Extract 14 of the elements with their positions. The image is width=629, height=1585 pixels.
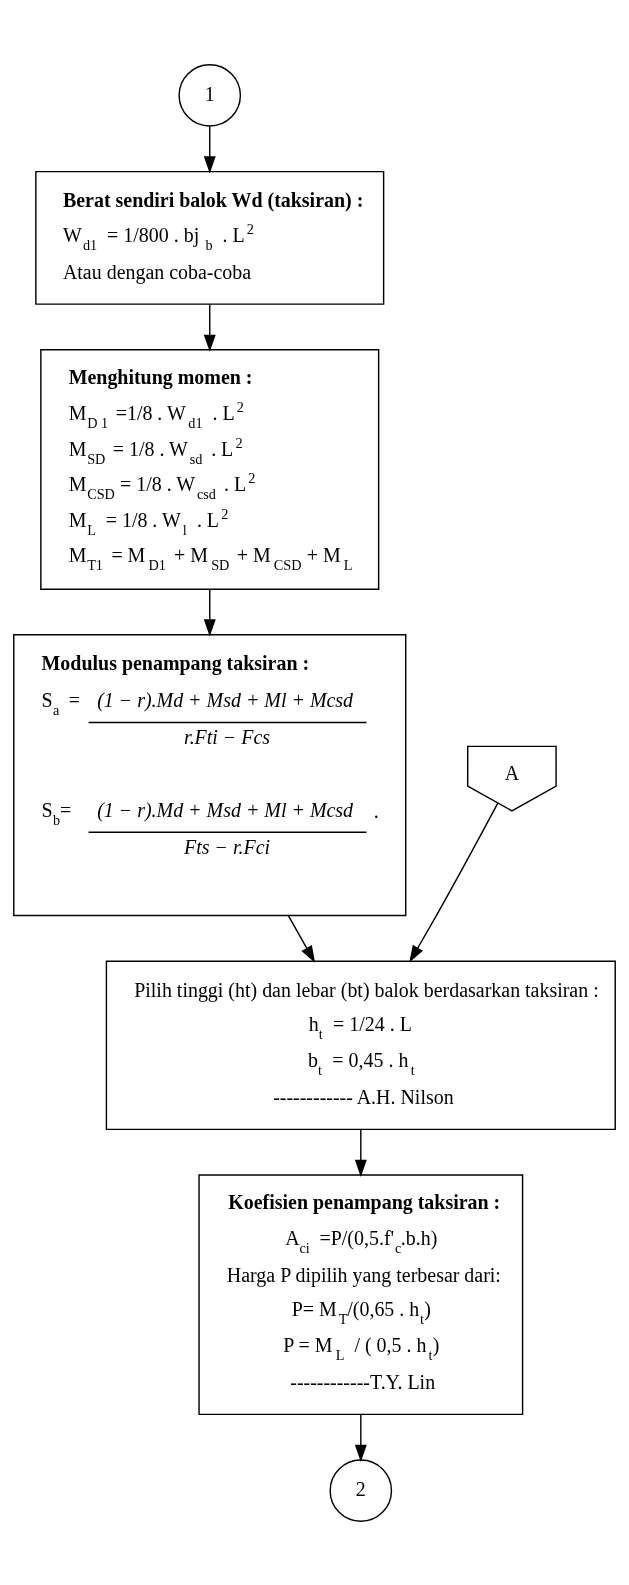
arrow bbox=[203, 303, 216, 352]
arrow bbox=[203, 125, 216, 173]
node-circle: 2 bbox=[329, 1458, 393, 1522]
node-circle: 1 bbox=[178, 63, 242, 127]
node-box: Koefisien penampang taksiran : A$_{ci}$ =P/(0,5.f'$_{c}$.b.h) Harga P dipilih yang terbesar dari: P= M$_{T}$/(0,65 . h$_{t}$) P = M$_{L}$ / ( 0,5 . h$_{t}$) ------------T.Y. Lin bbox=[198, 1173, 524, 1415]
node-box: Modulus penampang taksiran : S$_{a}$ = (1 − r).Md + Msd + Ml + Mcsd r.Fti − Fcs S$_{b}$= (1 − r).Md + Msd + Ml + Mcsd . Fts − r.Fci bbox=[13, 633, 407, 916]
node-box: Berat sendiri balok Wd (taksiran) : W$_{d1}$ = 1/800 . bj $_{b}$ . L$^{2}$ Atau dengan coba-coba bbox=[35, 170, 385, 305]
arrow bbox=[354, 1128, 367, 1177]
node-box: Pilih tinggi (ht) dan lebar (bt) balok berdasarkan taksiran : h$_{t}$ = 1/24 . L b$_{t}$ = 0,45 . h$_{t}$ ------------ A.H. Nilson bbox=[105, 959, 616, 1130]
arrow bbox=[287, 914, 316, 963]
arrow bbox=[203, 588, 216, 636]
arrow bbox=[409, 802, 499, 962]
arrow bbox=[354, 1413, 367, 1462]
node-box: Menghitung momen : M$_{D 1}$ =1/8 . W$_{d1}$ . L$^{2}$ M$_{SD}$ = 1/8 . W$_{sd}$ . L$^{2}$ M$_{CSD}$ = 1/8 . W$_{csd}$ . L$^{2}$ M$_{L}$ = 1/8 . W$_{l}$ . L$^{2}$ M$_{T1}$ = M$_{D1}$ + M$_{SD}$ + M$_{CSD}$ + M$_{L}$ bbox=[40, 348, 380, 590]
